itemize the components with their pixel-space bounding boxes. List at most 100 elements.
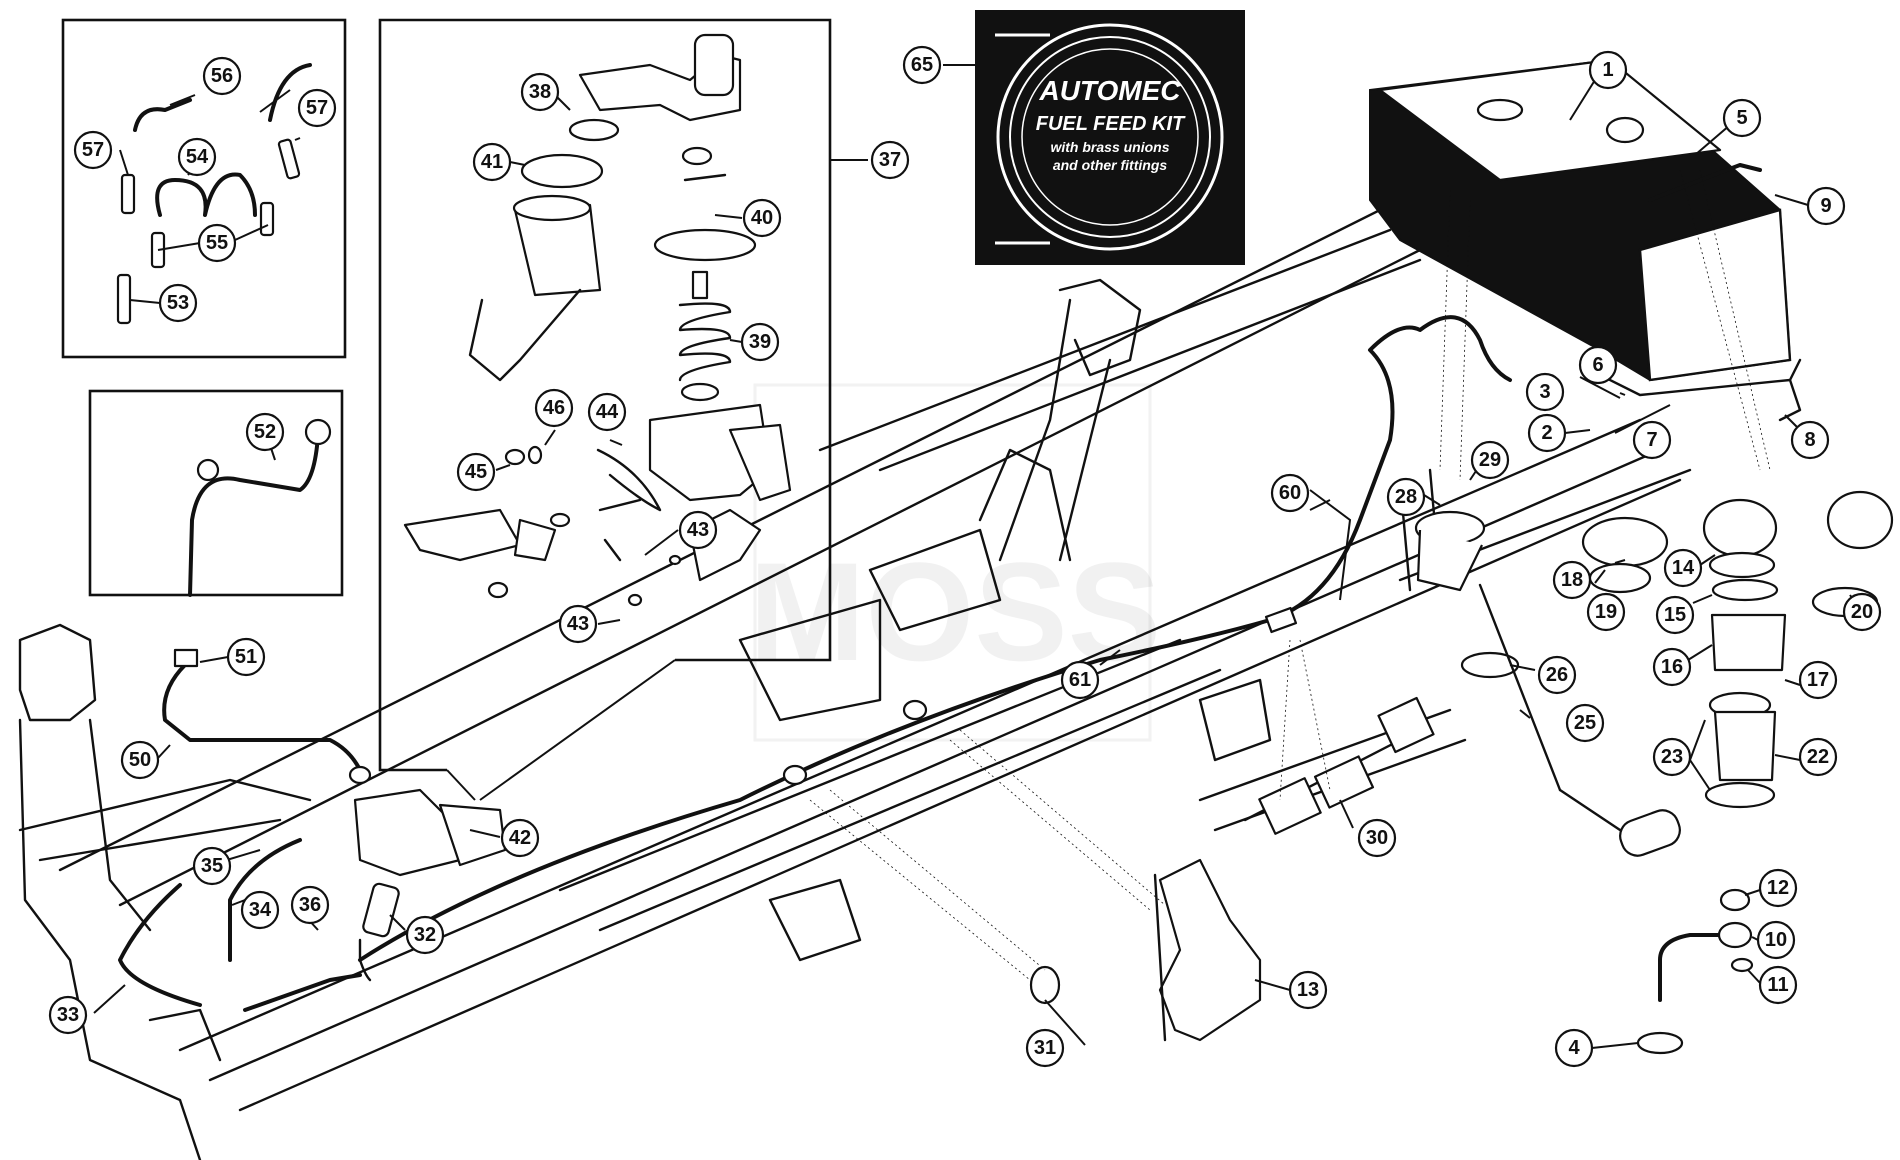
callout-10: 10 — [1756, 920, 1796, 960]
callout-2: 2 — [1527, 413, 1567, 453]
fuel-pump-area — [118, 648, 507, 1012]
svg-text:57: 57 — [306, 97, 328, 119]
callout-45: 45 — [456, 452, 496, 492]
grommet-31 — [1029, 965, 1061, 1005]
callout-39: 39 — [740, 322, 780, 362]
callout-38: 38 — [520, 72, 560, 112]
svg-text:56: 56 — [211, 65, 233, 87]
callout-6: 6 — [1578, 345, 1618, 385]
svg-text:38: 38 — [529, 81, 551, 103]
svg-text:34: 34 — [249, 899, 272, 921]
callout-16: 16 — [1652, 647, 1692, 687]
svg-text:6: 6 — [1592, 354, 1603, 376]
watermark: MOSS — [749, 383, 1161, 742]
callout-23: 23 — [1652, 737, 1692, 777]
callouts: 1 2 3 4 5 6 7 8 9 10 11 12 13 14 15 16 1… — [48, 45, 1882, 1068]
kit-title: FUEL FEED KIT — [1036, 113, 1186, 135]
callout-61: 61 — [1060, 660, 1100, 700]
svg-text:17: 17 — [1807, 669, 1829, 691]
callout-17: 17 — [1798, 660, 1838, 700]
svg-text:60: 60 — [1279, 482, 1301, 504]
callout-51: 51 — [226, 637, 266, 677]
svg-text:52: 52 — [254, 421, 276, 443]
kit-subtitle-1: with brass unions — [1050, 139, 1169, 155]
callout-65: 65 — [902, 45, 942, 85]
callout-42: 42 — [500, 818, 540, 858]
leader-lines — [93, 64, 1861, 1049]
svg-text:2: 2 — [1541, 422, 1552, 444]
callout-32: 32 — [405, 915, 445, 955]
svg-text:45: 45 — [465, 461, 487, 483]
svg-text:39: 39 — [749, 331, 771, 353]
svg-text:16: 16 — [1661, 656, 1683, 678]
callout-9: 9 — [1806, 186, 1846, 226]
automec-kit-box: AUTOMEC FUEL FEED KIT with brass unions … — [975, 10, 1245, 265]
svg-text:1: 1 — [1602, 59, 1613, 81]
svg-text:41: 41 — [481, 151, 503, 173]
callout-53: 53 — [158, 283, 198, 323]
kit-subtitle-2: and other fittings — [1053, 157, 1168, 173]
chassis-frame — [18, 198, 1692, 1160]
svg-text:5: 5 — [1736, 107, 1747, 129]
svg-text:25: 25 — [1574, 712, 1596, 734]
svg-text:65: 65 — [911, 54, 933, 76]
callout-13: 13 — [1288, 970, 1328, 1010]
callout-33: 33 — [48, 995, 88, 1035]
svg-text:18: 18 — [1561, 569, 1583, 591]
drain-pipe — [1636, 888, 1754, 1055]
fuel-lines — [358, 315, 1512, 962]
callout-1: 1 — [1588, 50, 1628, 90]
svg-text:61: 61 — [1069, 669, 1091, 691]
svg-text:33: 33 — [57, 1004, 79, 1026]
svg-text:23: 23 — [1661, 746, 1683, 768]
svg-text:28: 28 — [1395, 486, 1417, 508]
svg-text:22: 22 — [1807, 746, 1829, 768]
filler-caps — [1581, 490, 1894, 809]
callout-44: 44 — [587, 392, 627, 432]
callout-11: 11 — [1758, 965, 1798, 1005]
callout-5: 5 — [1722, 98, 1762, 138]
callout-15: 15 — [1655, 595, 1695, 635]
svg-text:26: 26 — [1546, 664, 1568, 686]
svg-text:14: 14 — [1672, 557, 1695, 579]
svg-text:46: 46 — [543, 397, 565, 419]
callout-57-right: 57 — [297, 88, 337, 128]
svg-text:42: 42 — [509, 827, 531, 849]
callout-7: 7 — [1632, 420, 1672, 460]
svg-text:35: 35 — [201, 855, 223, 877]
svg-text:13: 13 — [1297, 979, 1319, 1001]
callout-22: 22 — [1798, 737, 1838, 777]
callout-43-a: 43 — [678, 510, 718, 550]
svg-text:37: 37 — [879, 149, 901, 171]
callout-28: 28 — [1386, 477, 1426, 517]
svg-text:36: 36 — [299, 894, 321, 916]
svg-text:3: 3 — [1539, 381, 1550, 403]
callout-34: 34 — [240, 890, 280, 930]
svg-text:10: 10 — [1765, 929, 1787, 951]
kit-brand: AUTOMEC — [1038, 75, 1181, 106]
callout-37: 37 — [870, 140, 910, 180]
fuel-sender-unit — [1414, 510, 1681, 857]
callout-41: 41 — [472, 142, 512, 182]
callout-19: 19 — [1586, 592, 1626, 632]
inset-fuel-pump-exploded — [378, 18, 832, 801]
callout-4: 4 — [1554, 1028, 1594, 1068]
callout-31: 31 — [1025, 1028, 1065, 1068]
callout-57-left: 57 — [73, 130, 113, 170]
callout-14: 14 — [1663, 548, 1703, 588]
svg-text:32: 32 — [414, 924, 436, 946]
callout-54: 54 — [177, 137, 217, 177]
svg-text:54: 54 — [186, 146, 209, 168]
callout-35: 35 — [192, 846, 232, 886]
callout-60: 60 — [1270, 473, 1310, 513]
callout-29: 29 — [1470, 440, 1510, 480]
svg-text:15: 15 — [1664, 604, 1686, 626]
fuel-tank — [1369, 58, 1802, 481]
callout-52: 52 — [245, 412, 285, 452]
svg-text:20: 20 — [1851, 601, 1873, 623]
callout-18: 18 — [1552, 560, 1592, 600]
callout-8: 8 — [1790, 420, 1830, 460]
callout-43-b: 43 — [558, 604, 598, 644]
inset-pipes — [61, 18, 347, 359]
